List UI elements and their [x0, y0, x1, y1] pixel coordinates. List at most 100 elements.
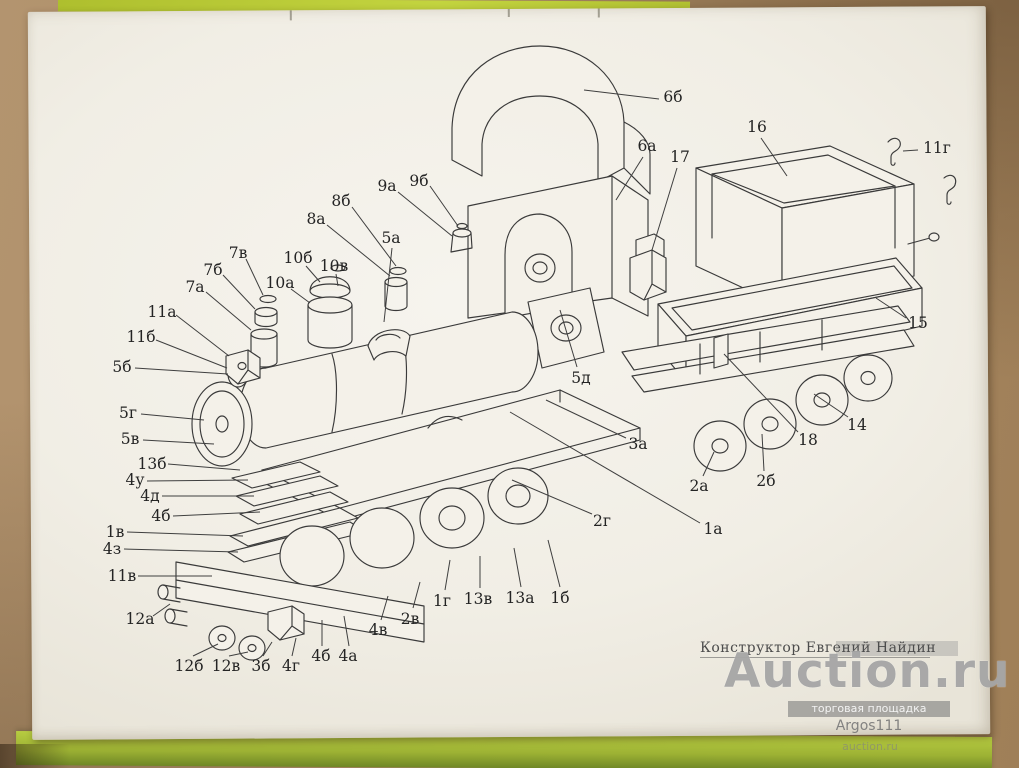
chimney-base-top [250, 328, 278, 340]
cab-porthole-inner [532, 261, 548, 275]
watermark-tagline: торговая площадка [788, 701, 950, 717]
leader-line [397, 191, 453, 237]
tender-wheel-hub [761, 416, 779, 432]
whistle-body [450, 232, 473, 253]
boiler-backhead [527, 287, 605, 369]
part-label: 4г [282, 657, 300, 675]
part-label: 10в [320, 257, 349, 275]
tender-box-inner-edge [711, 173, 896, 249]
axle-peg [164, 608, 176, 624]
whistle-top [452, 228, 472, 238]
part-label: 2г [593, 512, 611, 530]
part-label: 9б [409, 172, 428, 190]
part-label: 4у [126, 471, 145, 489]
tender-frame-posts [699, 319, 823, 375]
tender-frame-bar [621, 305, 911, 371]
leader-line [326, 224, 391, 277]
chassis-block [267, 605, 305, 641]
part-label: 4б [311, 647, 330, 665]
running-board-notch [427, 415, 463, 429]
leader-line [509, 411, 701, 524]
leader-line [134, 367, 229, 375]
tender-wheel-hub [860, 370, 876, 386]
hook-piece [887, 137, 901, 166]
leader-lines [123, 89, 919, 657]
part-label: 1в [106, 523, 125, 541]
part-label: 10а [266, 274, 295, 292]
leader-line [343, 615, 350, 647]
leader-line [723, 353, 799, 433]
part-label: 8а [306, 210, 325, 228]
leader-line [175, 314, 230, 357]
part-label: 12б [174, 657, 203, 675]
part-label: 11а [148, 303, 177, 321]
leader-line [583, 89, 660, 100]
cradle-board [231, 461, 321, 489]
axle-peg-lines [162, 584, 181, 603]
part-label: 5в [121, 430, 140, 448]
designer-caption: Конструктор Евгений Найдин [700, 640, 937, 658]
watermark-seller-name: Argos111 [835, 718, 903, 734]
smokebox-door-ring [199, 390, 245, 458]
part-label: 1б [550, 589, 569, 607]
drive-wheel [349, 507, 415, 569]
part-label: 17 [670, 148, 690, 166]
frame-bracket [713, 333, 729, 369]
leader-line [123, 548, 239, 553]
coupling-peg-end [928, 232, 940, 242]
leader-line [305, 265, 321, 283]
leader-line [545, 399, 627, 439]
small-wheel [208, 625, 236, 651]
coupling-peg [907, 237, 931, 245]
part-label: 18 [798, 431, 818, 449]
leader-line [511, 479, 593, 515]
leader-line [383, 247, 393, 323]
tender-frame-bar [631, 329, 915, 393]
tender-wheel-hub [711, 438, 729, 454]
drive-wheel-rim [438, 505, 466, 531]
valve-cap [389, 266, 407, 276]
leader-line [152, 603, 171, 617]
part-label: 4з [103, 540, 121, 558]
part-label: 11в [108, 567, 137, 585]
leader-line [146, 479, 249, 482]
chimney-collar [254, 306, 278, 318]
smokebox-door-hub [215, 415, 229, 433]
cab-porthole [524, 253, 556, 283]
part-label: 13а [506, 589, 535, 607]
leader-line [155, 339, 228, 369]
leader-line [262, 641, 273, 657]
part-label: 3а [628, 435, 647, 453]
part-label: 3б [251, 657, 270, 675]
part-label: 16 [747, 118, 767, 136]
drive-wheel [279, 525, 345, 587]
part-label: 7в [229, 244, 248, 262]
whistle-cap [456, 222, 468, 230]
part-label: 4д [140, 487, 159, 505]
leader-line [351, 206, 397, 267]
small-wheel-hub [247, 643, 257, 653]
part-label: 15 [908, 314, 928, 332]
leader-line [429, 185, 459, 227]
leader-line [142, 439, 215, 445]
leader-line [192, 643, 219, 657]
part-label: 7б [203, 261, 222, 279]
leader-line [245, 258, 264, 296]
leader-line [513, 547, 522, 588]
part-label: 5б [112, 358, 131, 376]
leader-line [412, 581, 421, 609]
chimney-collar-side [254, 311, 278, 328]
dome-knob [330, 264, 346, 272]
part-label: 14 [847, 416, 867, 434]
cab-roof-side [623, 121, 651, 195]
part-label: 11б [126, 328, 155, 346]
part-label: 2в [401, 610, 420, 628]
tender-wheel [693, 420, 747, 472]
tender-wheel [743, 398, 797, 450]
part-label: 11г [923, 139, 951, 157]
locomotive-drawing [157, 45, 957, 661]
drive-wheel [487, 467, 549, 525]
